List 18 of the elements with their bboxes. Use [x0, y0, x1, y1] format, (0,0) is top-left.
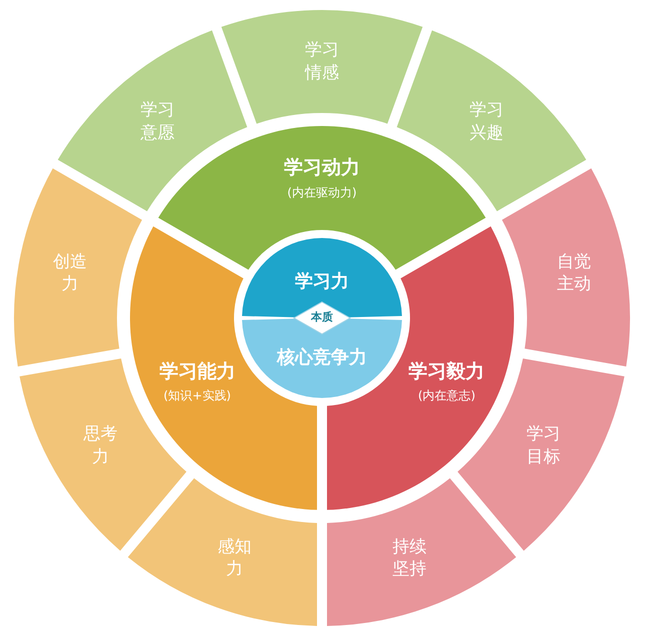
sector-title: 学习毅力 [408, 359, 485, 384]
segment-label: 感知力 [216, 536, 252, 582]
segment-label: 持续坚持 [392, 536, 428, 582]
center-label: 学习力 [294, 270, 349, 294]
sector-subtitle: (内在意志) [418, 388, 476, 404]
diamond-label: 本质 [311, 310, 333, 326]
sector-subtitle: (内在驱动力) [287, 184, 357, 200]
segment-label: 自觉主动 [556, 250, 592, 296]
segment-label: 学习目标 [526, 423, 562, 469]
sector-title: 学习动力 [284, 156, 360, 181]
sector-title: 学习能力 [159, 359, 236, 384]
segment-label: 学习情感 [304, 39, 340, 85]
segment-label: 创造力 [52, 250, 88, 296]
sector-subtitle: (知识+实践) [164, 388, 231, 404]
segment-label: 学习意愿 [140, 98, 176, 145]
segment-label: 思考力 [82, 423, 118, 469]
center-label: 核心竞争力 [276, 346, 367, 370]
segment-label: 学习兴趣 [468, 98, 504, 145]
